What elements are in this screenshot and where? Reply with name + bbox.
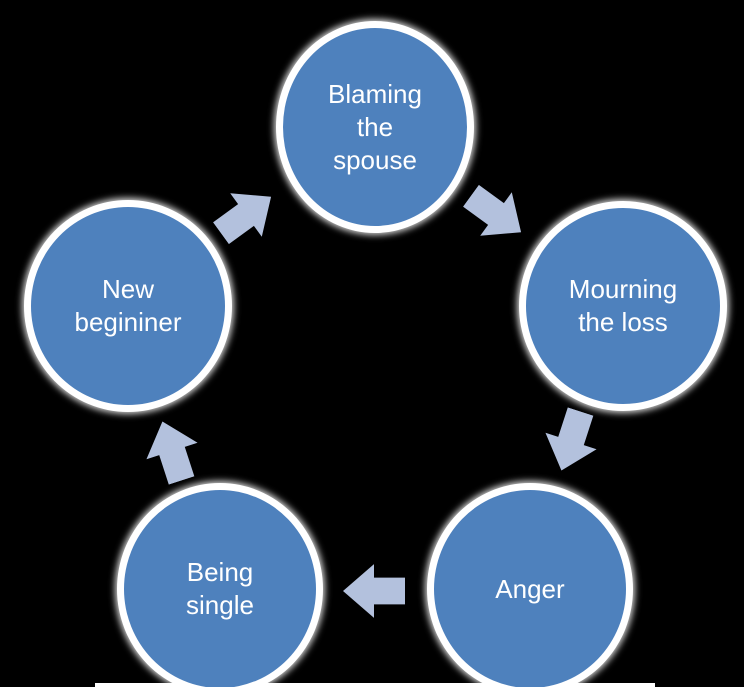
cycle-node-anger: Anger [427, 483, 633, 687]
cycle-node-mourning-the-loss: Mourning the loss [519, 201, 727, 411]
arrow-icon-blaming-to-mourning [463, 184, 522, 236]
figure-bottom-edge [95, 683, 655, 687]
arrow-icon-mourning-to-anger [545, 407, 597, 471]
cycle-node-being-single: Being single [117, 483, 323, 687]
cycle-node-new-begininer: New begininer [24, 200, 232, 412]
node-label-anger: Anger [495, 573, 565, 604]
node-label-blaming-the-spouse: Blaming the spouse [328, 78, 422, 175]
arrow-icon-being-single-to-new-begininer [146, 421, 198, 485]
node-label-new-begininer: New begininer [74, 274, 182, 337]
node-label-being-single: Being single [186, 557, 254, 620]
arrow-icon-anger-to-being-single [343, 564, 405, 618]
arrow-icon-new-begininer-to-blaming [213, 193, 272, 245]
cycle-node-blaming-the-spouse: Blaming the spouse [276, 21, 474, 233]
node-label-mourning-the-loss: Mourning the loss [568, 274, 678, 337]
